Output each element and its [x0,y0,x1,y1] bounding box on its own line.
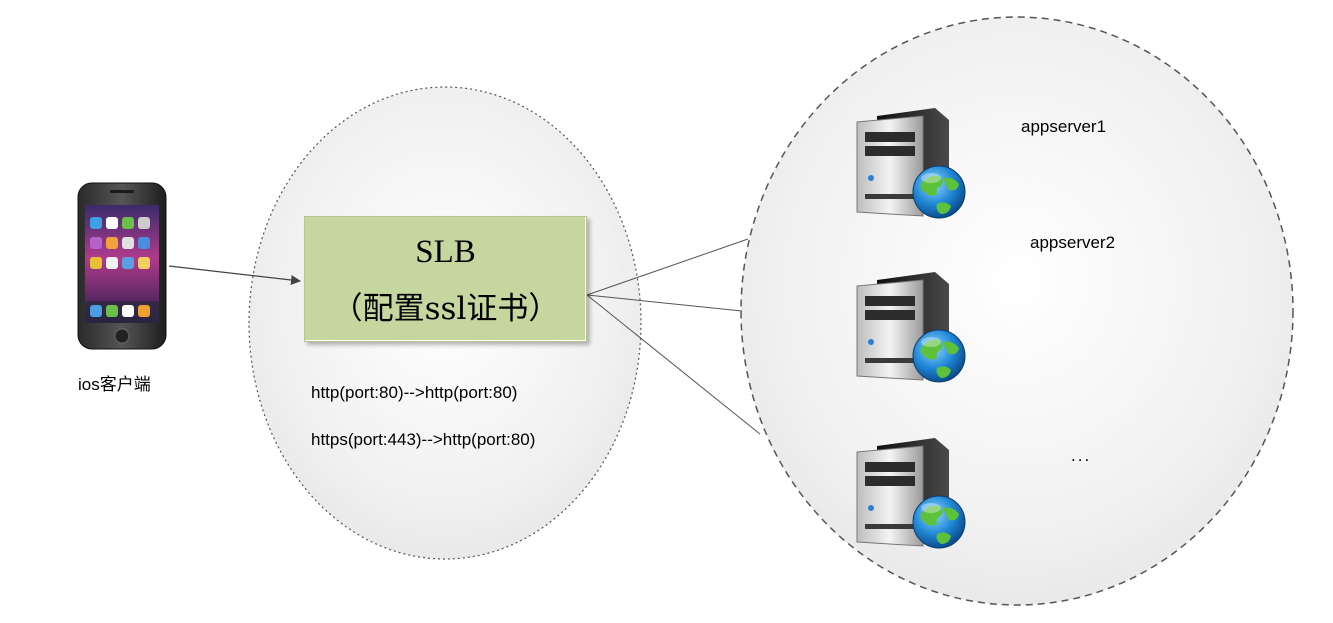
slb-box: SLB （配置ssl证书） [304,216,587,342]
slb-title: SLB [415,234,476,270]
client-to-slb-arrow [168,265,301,285]
slb-to-pool-line-top [586,238,749,296]
server-label-ellipsis: ... [1071,446,1092,465]
iphone-icon [77,182,167,350]
slb-to-pool-line-bottom [586,294,761,435]
server-globe-icon [856,271,966,383]
server-pool-ellipse [740,16,1294,606]
client-label: ios客户端 [78,375,151,394]
server-globe-icon [856,437,966,549]
forward-rule-https: https(port:443)-->http(port:80) [311,430,536,449]
forward-rule-http: http(port:80)-->http(port:80) [311,383,518,402]
server-label: appserver1 [1021,117,1107,136]
server-label: appserver2 [1030,233,1116,252]
slb-to-pool-line-middle [586,294,743,312]
server-globe-icon [856,107,966,219]
slb-subtitle: （配置ssl证书） [331,291,560,327]
